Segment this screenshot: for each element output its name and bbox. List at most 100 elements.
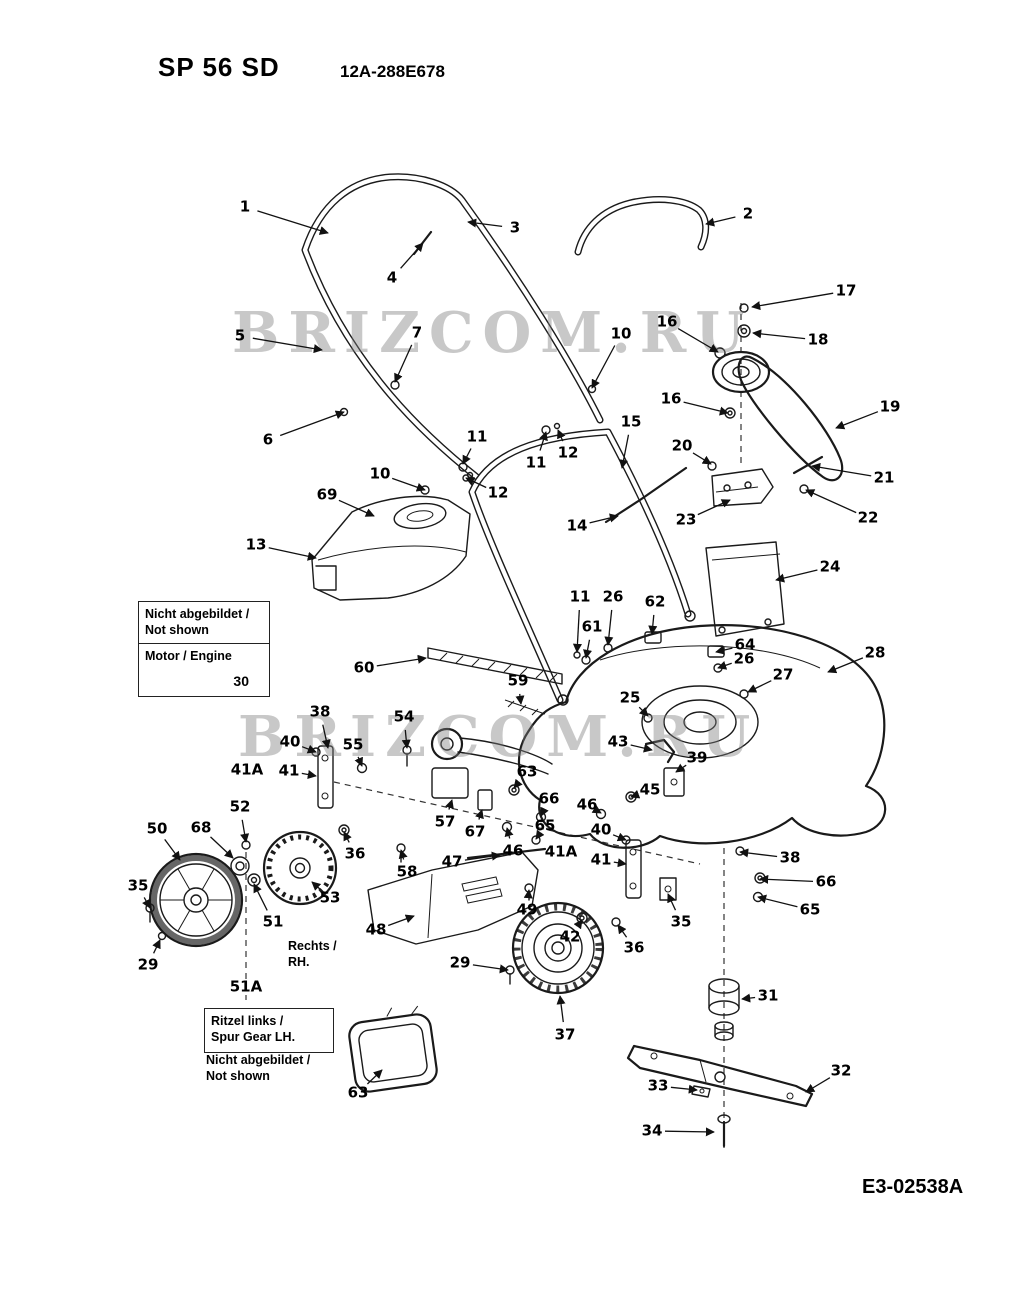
- callout-number: 10: [611, 325, 632, 343]
- blade-key: [691, 1085, 711, 1098]
- leader-line: [739, 848, 778, 858]
- leader-line: [445, 799, 454, 810]
- callout-number: 55: [343, 736, 364, 754]
- leader-line: [715, 645, 733, 655]
- callout-number: 41: [279, 762, 300, 780]
- callout-18: 18: [752, 329, 828, 349]
- belt-housing: [311, 495, 471, 601]
- callout-33: 33: [648, 1077, 698, 1095]
- callout-number: 10: [370, 465, 391, 483]
- note-engine-not-shown: Nicht abgebildet / Not shown Motor / Eng…: [138, 601, 270, 697]
- callout-number: 29: [450, 954, 471, 972]
- mower-deck: [517, 624, 887, 849]
- leader-line: [462, 448, 472, 465]
- bail-bar: [574, 195, 710, 256]
- leader-line: [401, 729, 411, 749]
- leader-line: [268, 547, 317, 561]
- callout-number: 16: [661, 390, 682, 408]
- leader-line: [387, 914, 415, 927]
- leader-line: [752, 329, 806, 340]
- leader-line: [573, 919, 583, 930]
- callout-number: 58: [397, 863, 418, 881]
- leader-line: [513, 778, 523, 789]
- callout-number: 45: [640, 781, 661, 799]
- callout-11: 11: [462, 428, 487, 465]
- note-line: Spur Gear LH.: [211, 1030, 296, 1045]
- leader-line: [338, 499, 375, 517]
- leader-line: [775, 569, 818, 583]
- transmission-assembly: [430, 727, 637, 860]
- callout-4: 4: [387, 242, 424, 287]
- leader-line: [604, 609, 614, 646]
- callout-37: 37: [555, 995, 575, 1044]
- callout-number: 35: [671, 913, 692, 931]
- callout-61: 61: [582, 618, 602, 659]
- leader-line: [805, 489, 857, 514]
- callout-31: 31: [741, 987, 778, 1005]
- callout-5: 5: [235, 327, 323, 354]
- leader-line: [591, 345, 616, 389]
- leader-line: [556, 995, 566, 1023]
- leader-line: [557, 429, 566, 442]
- callout-69: 69: [317, 486, 375, 517]
- rear-wheel-left: [145, 840, 251, 948]
- leader-line: [664, 1127, 715, 1137]
- callout-number: 43: [608, 733, 629, 751]
- callout-number: 1: [240, 198, 250, 216]
- note-line: Nicht abgebildet /: [145, 607, 250, 621]
- leader-line: [741, 993, 756, 1003]
- callout-number: 32: [831, 1062, 852, 1080]
- callout-number: 16: [657, 313, 678, 331]
- callout-46: 46: [503, 827, 523, 860]
- callout-number: 51: [263, 913, 284, 931]
- drive-belt: [737, 355, 844, 482]
- callout-63: 63: [513, 763, 537, 789]
- callout-11: 11: [526, 431, 548, 472]
- callout-24: 24: [775, 558, 840, 583]
- callout-number: 12: [488, 484, 509, 502]
- leader-line: [589, 513, 619, 524]
- callout-46: 46: [577, 796, 602, 814]
- leader-line: [398, 849, 408, 860]
- leader-line: [523, 889, 533, 899]
- leader-line: [683, 401, 729, 416]
- callout-number: 39: [687, 749, 708, 767]
- leader-line: [475, 809, 484, 820]
- leader-line: [677, 328, 719, 353]
- callout-number: 17: [836, 282, 857, 300]
- callout-17: 17: [751, 282, 857, 311]
- callout-number: 66: [539, 790, 560, 808]
- callout-48: 48: [366, 914, 415, 939]
- callout-number: 4: [387, 269, 397, 287]
- callout-29: 29: [450, 954, 509, 974]
- callout-42: 42: [560, 919, 583, 946]
- callout-number: 21: [874, 469, 895, 487]
- callout-38: 38: [310, 703, 331, 749]
- callout-41: 41: [591, 851, 627, 869]
- callout-number: 42: [560, 928, 581, 946]
- leader-line: [811, 462, 872, 477]
- callout-34: 34: [642, 1122, 715, 1140]
- callout-28: 28: [827, 644, 885, 674]
- callout-number: 38: [780, 849, 801, 867]
- leader-line: [252, 337, 323, 354]
- callout-number: 11: [526, 454, 547, 472]
- leader-line: [697, 499, 731, 516]
- leader-line: [675, 763, 687, 773]
- leader-line: [366, 1069, 383, 1085]
- leader-line: [240, 819, 250, 843]
- callout-number: 64: [735, 636, 756, 654]
- callout-number: 67: [465, 823, 486, 841]
- note-line: Motor / Engine: [145, 648, 232, 663]
- blade: [626, 1044, 814, 1108]
- leader-line: [759, 874, 814, 884]
- callout-3: 3: [467, 219, 520, 237]
- leader-line: [667, 893, 677, 911]
- callout-63: 63: [348, 1069, 383, 1102]
- leader-line: [321, 724, 331, 749]
- note-line: Nicht abgebildet /: [206, 1053, 311, 1067]
- note-not-shown: Nicht abgebildet / Not shown: [206, 1052, 310, 1085]
